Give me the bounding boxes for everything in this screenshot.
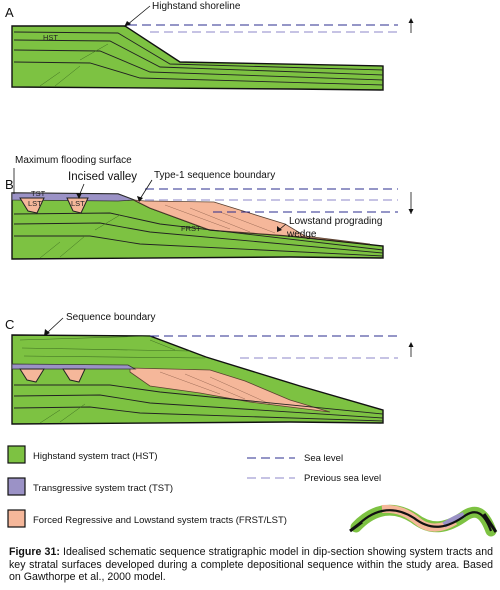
panel-c-rise-arrowhead [408,342,414,347]
panel-b-stratum-1 [13,212,384,251]
sequence-stratigraphy-figure: A HST Highstand shoreline B TST LST [5,1,498,537]
panel-c-tst-layer [11,363,137,370]
panel-a-hst-body [11,25,384,91]
panel-b-fall-arrowhead [408,209,414,214]
panel-b-letter: B [5,177,14,192]
legend-frst-swatch [7,509,26,528]
incised-valley-label: Incised valley [68,171,137,183]
panel-a-shoreline-arrowhead [124,21,131,27]
panel-b-stratum-3 [14,235,384,257]
panel-b-boundary-arrowhead [137,196,143,202]
panel-a-stratum-2 [13,39,384,76]
panel-a-stratum-4 [13,61,384,86]
sequence-curve-icon [349,504,498,537]
legend-tst-swatch [7,477,26,496]
panel-b-wedge-arrowhead [277,226,282,232]
panel-b-clinoforms [39,214,121,259]
panel-b-boundary-leader [139,179,153,200]
figure-caption: Figure 31: Idealised schematic sequence … [9,546,493,584]
panel-c-incised-valley-1 [19,368,45,383]
caption-text: Idealised schematic sequence stratigraph… [9,546,493,584]
panel-c-stratum-2 [13,394,384,419]
panel-b-tst-label: TST [31,189,46,198]
panel-c-stratum-1 [14,384,384,415]
panel-c-clinoforms [39,339,176,424]
type1-sequence-boundary-label: Type-1 sequence boundary [154,170,275,181]
panel-c-incised-valley-2 [62,368,86,383]
legend-previous-sea-level-label: Previous sea level [304,473,381,484]
panel-b-frst-clinoforms [164,204,276,234]
legend-hst-label: Highstand system tract (HST) [33,451,158,462]
legend-frst-label: Forced Regressive and Lowstand system tr… [33,515,287,526]
legend-hst-swatch [7,445,26,464]
curve-tst-band [442,512,465,528]
panel-c-upper-strata [19,335,206,359]
legend-sea-level-label: Sea level [304,453,343,464]
panel-b-valley-arrowhead [76,193,82,199]
panel-a-rise-arrowhead [408,18,414,23]
maximum-flooding-surface-label: Maximum flooding surface [15,155,132,166]
panel-c-boundary-arrowhead [44,329,50,336]
panel-c-frst-wedge [129,367,331,413]
lowstand-wedge-label-2: wedge [286,229,317,240]
panel-c-frst-clinoforms [159,371,271,405]
panel-b-incised-valley-1 [19,197,45,214]
curve-ends [349,513,498,533]
panel-a: A HST Highstand shoreline [5,1,414,91]
highstand-shoreline-label: Highstand shoreline [152,1,241,12]
lowstand-wedge-label-1: Lowstand prograding [289,216,382,227]
legend: Highstand system tract (HST) Transgressi… [7,445,381,528]
panel-b-stratum-2 [13,222,384,254]
sequence-boundary-label: Sequence boundary [66,312,156,323]
panel-c-boundary-leader [47,317,64,333]
caption-label: Figure 31: [9,546,60,558]
panel-b-lst-label-2: LST [71,199,85,208]
panel-b-lst-label-1: LST [28,199,42,208]
panel-a-stratum-3 [13,49,384,81]
panel-c-stratum-3 [13,406,384,422]
curve-line [355,509,493,532]
panel-a-hst-label: HST [43,33,58,42]
panel-a-letter: A [5,5,14,20]
panel-b-frst-label: FRST [181,224,201,233]
panel-b-wedge-leader [279,223,287,230]
panel-b: B TST LST LST FRST Maximum flooding surf… [5,155,414,260]
panel-c-letter: C [5,317,14,332]
panel-c: C Sequence boundary [5,312,414,425]
panel-a-stratum-1 [13,31,384,71]
legend-tst-label: Transgressive system tract (TST) [33,483,173,494]
panel-b-frst-wedge [133,199,371,245]
panel-a-clinoforms [39,43,109,87]
panel-a-shoreline-leader [126,5,151,26]
